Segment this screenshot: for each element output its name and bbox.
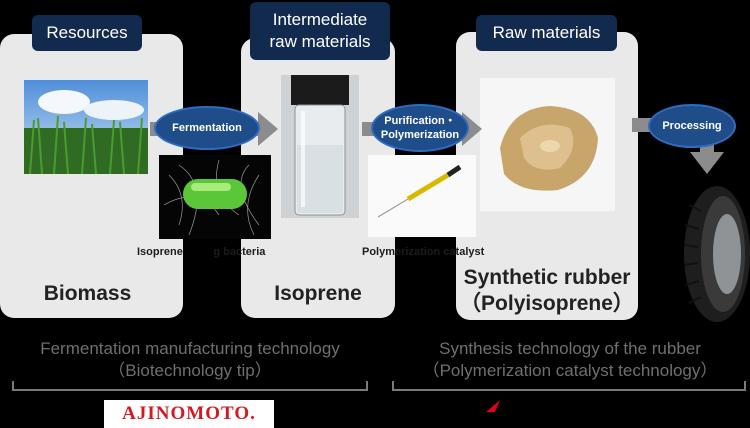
ajinomoto-logo-text: AJINOMOTO. xyxy=(122,403,256,424)
biomass-label: Biomass xyxy=(43,282,132,305)
catalyst-caption: Polymerization catalyst xyxy=(362,246,485,258)
fermentation-bracket xyxy=(12,381,368,391)
purification-process: Purification・ Polymerization xyxy=(371,104,469,152)
raw-materials-tag: Raw materials xyxy=(476,15,617,51)
brand-mark-icon xyxy=(486,400,500,412)
intermediate-tag: Intermediate raw materials xyxy=(250,2,390,60)
purification-line1: Purification・ xyxy=(384,115,456,127)
synthesis-bracket xyxy=(392,381,746,391)
synthetic-rubber-label: Synthetic rubber （Polyisoprene） xyxy=(456,265,638,317)
syringe-image xyxy=(368,155,476,237)
synthesis-tech-line2: （Polymerization catalyst technology） xyxy=(422,361,718,380)
synthetic-rubber-line2: （Polyisoprene） xyxy=(460,292,634,315)
resources-tag: Resources xyxy=(32,15,142,51)
isoprene-label: Isoprene xyxy=(274,282,362,305)
fermentation-tech-line2: （Biotechnology tip） xyxy=(108,361,272,380)
vial-image xyxy=(281,75,359,218)
synthetic-rubber-line1: Synthetic rubber xyxy=(463,266,631,289)
intermediate-tag-line1: Intermediate xyxy=(272,10,368,29)
synthesis-tech-line1: Synthesis technology of the rubber xyxy=(439,339,701,358)
bacteria-image xyxy=(159,155,271,239)
tire-image xyxy=(671,185,750,323)
synthesis-technology: Synthesis technology of the rubber （Poly… xyxy=(390,338,750,382)
fermentation-tech-line1: Fermentation manufacturing technology xyxy=(40,339,340,358)
resources-tag-label: Resources xyxy=(46,23,128,42)
rubber-image xyxy=(480,78,615,211)
resources-panel xyxy=(0,34,183,318)
intermediate-tag-line2: raw materials xyxy=(269,32,371,51)
ajinomoto-logo: AJINOMOTO. xyxy=(104,400,274,428)
fermentation-technology: Fermentation manufacturing technology （B… xyxy=(0,338,380,382)
processing-label: Processing xyxy=(662,120,722,132)
sugarcane-image xyxy=(24,80,148,174)
raw-materials-tag-label: Raw materials xyxy=(492,23,601,42)
purification-line2: Polymerization xyxy=(380,129,460,141)
fermentation-label: Fermentation xyxy=(172,122,242,134)
fermentation-process: Fermentation xyxy=(154,106,260,150)
processing-process: Processing xyxy=(648,104,736,148)
bacteria-caption: Isoprene g bacteria xyxy=(137,246,266,258)
